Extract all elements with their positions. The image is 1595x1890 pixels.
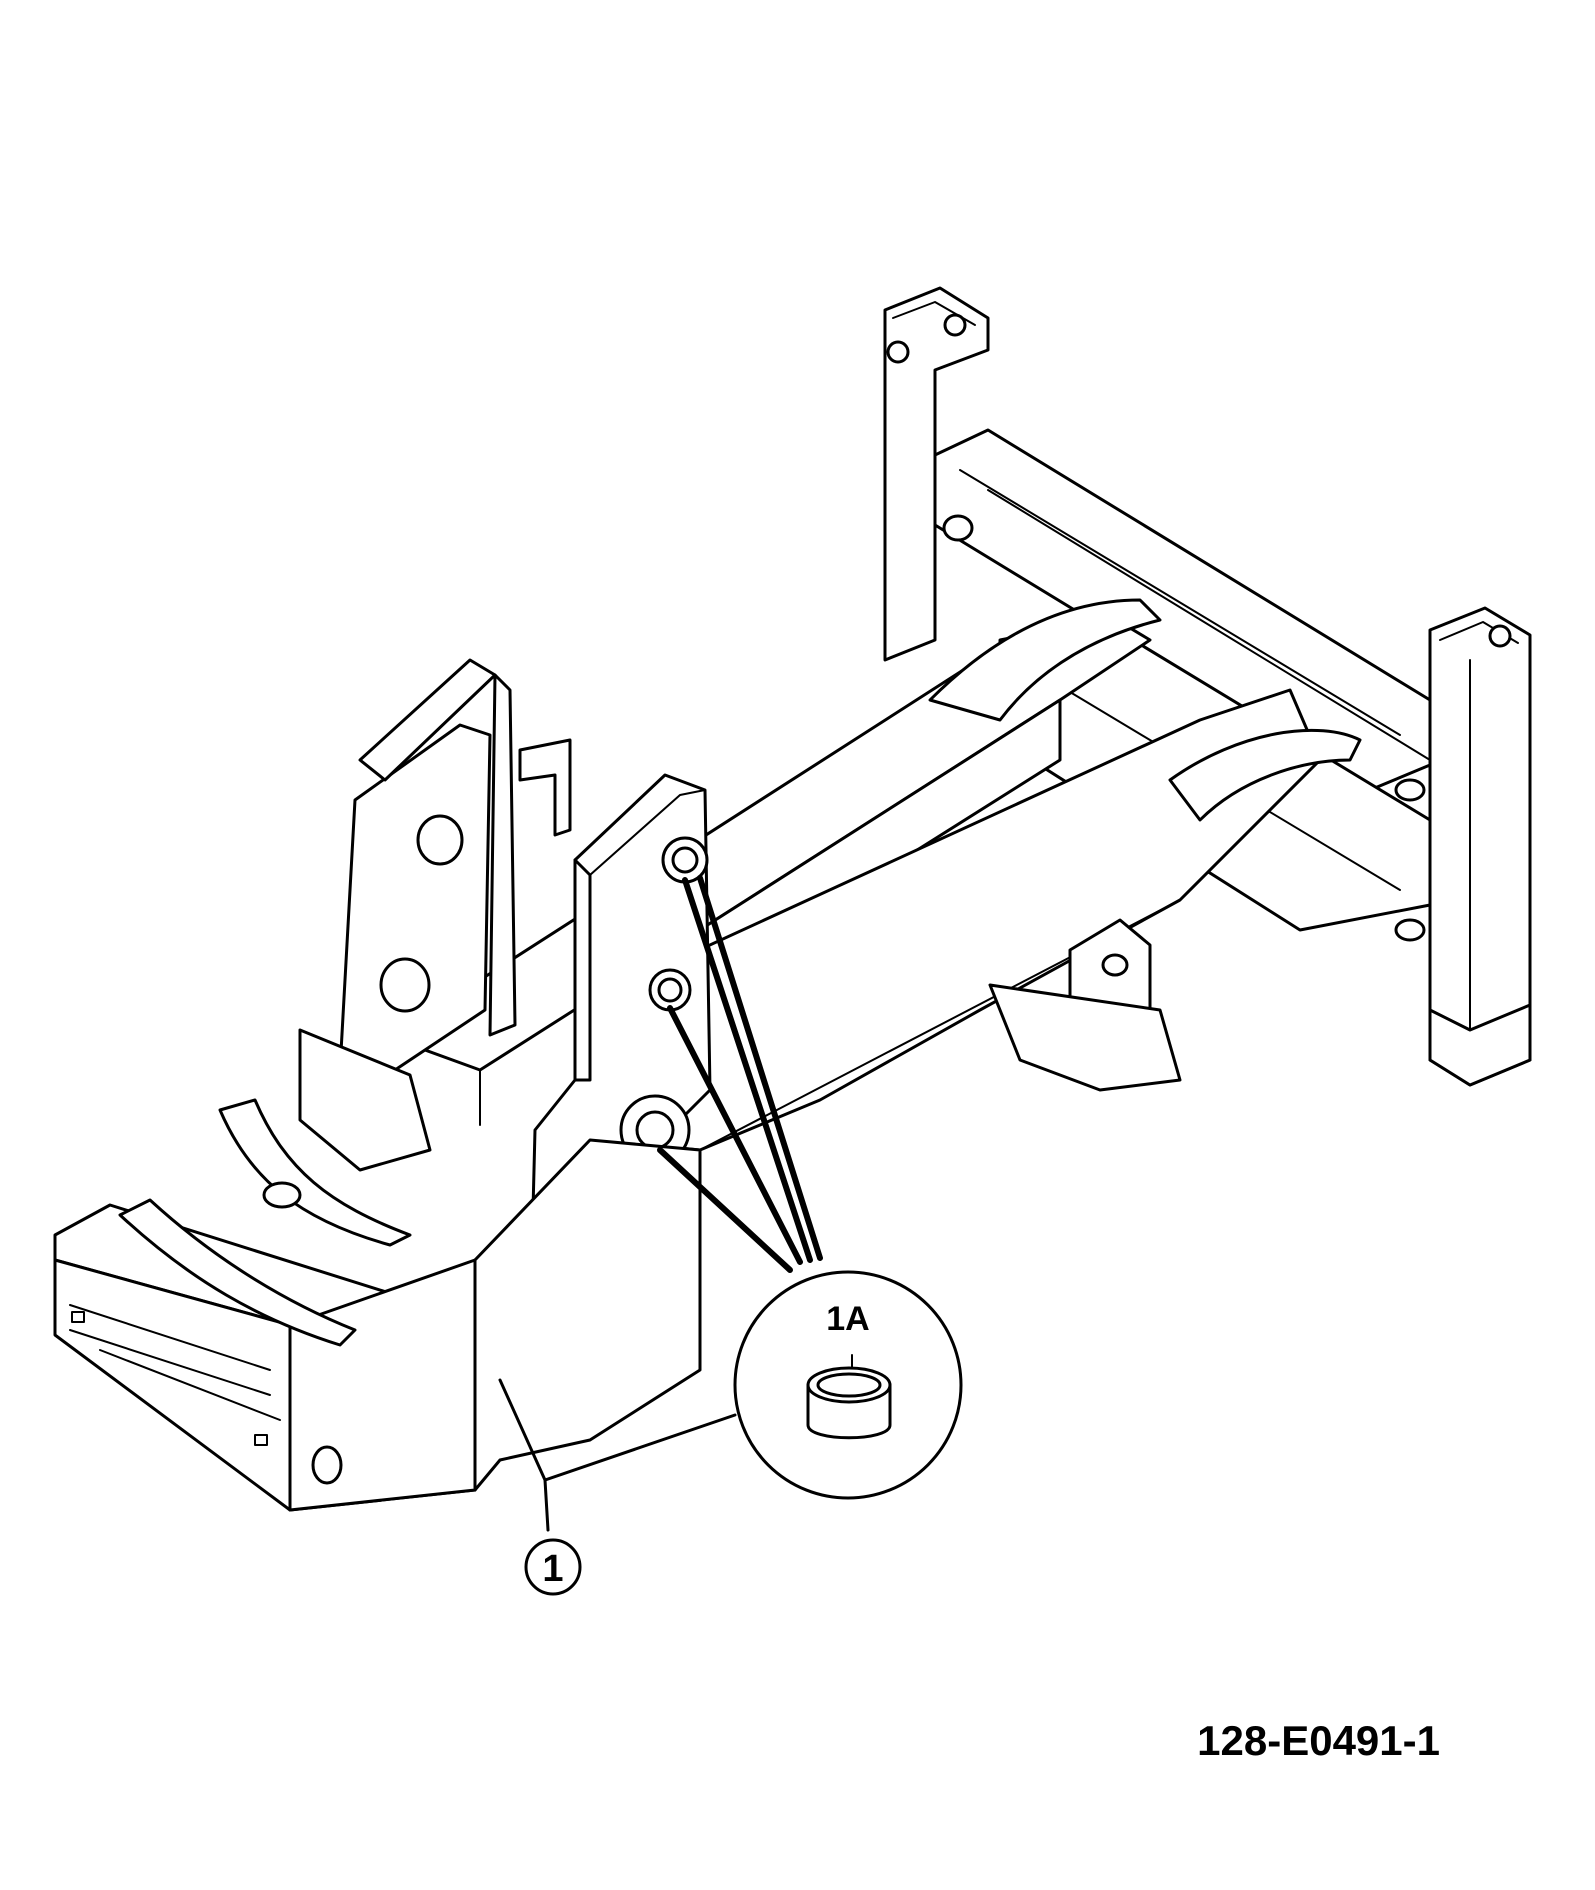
front-box-section [53,1028,702,1512]
bushing-leaders [657,875,823,1273]
callout-1a: 1A [733,1270,963,1500]
bushing-icon [806,1354,892,1440]
callout-1: 1 [498,1378,737,1596]
callout-1a-label: 1A [826,1300,869,1338]
right-side-rail [588,598,1362,1152]
callout-1-circle [524,1538,582,1596]
drawing-reference-code: 128-E0491-1 [1197,1717,1440,1764]
callout-1-label: 1 [542,1548,563,1590]
